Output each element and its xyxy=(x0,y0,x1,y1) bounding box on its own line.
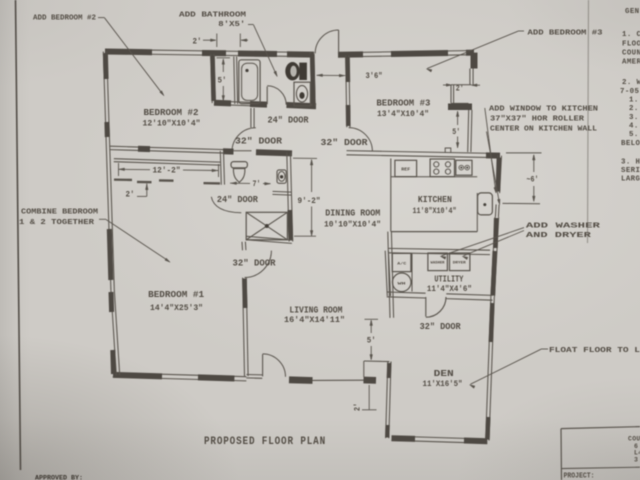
svg-text:ADD BEDROOM #3: ADD BEDROOM #3 xyxy=(528,29,604,37)
svg-text:1. CO: 1. CO xyxy=(622,31,640,39)
svg-text:A/C: A/C xyxy=(397,262,407,267)
svg-text:1 & 2 TOGETHER: 1 & 2 TOGETHER xyxy=(19,219,95,227)
svg-text:WASHER: WASHER xyxy=(431,262,446,266)
svg-text:GENER: GENER xyxy=(625,8,640,16)
svg-text:3'6": 3'6" xyxy=(366,71,383,81)
svg-text:14'4"X25'3": 14'4"X25'3" xyxy=(150,303,203,313)
svg-text:ADD WASHER: ADD WASHER xyxy=(526,222,601,230)
svg-text:DEN: DEN xyxy=(434,368,454,379)
svg-text:APPROVED BY:: APPROVED BY: xyxy=(35,475,83,480)
svg-text:BEDROOM #1: BEDROOM #1 xyxy=(148,289,204,300)
svg-text:4.: 4. xyxy=(629,122,639,130)
svg-text:10'10"X10'4": 10'10"X10'4" xyxy=(324,220,381,230)
svg-text:FLOAT FLOOR TO L: FLOAT FLOOR TO L xyxy=(549,347,640,355)
svg-text:8'X5': 8'X5' xyxy=(218,21,245,29)
svg-text:24" DOOR: 24" DOOR xyxy=(217,195,259,205)
svg-text:REF: REF xyxy=(401,169,411,173)
svg-text:BEDROOM #2: BEDROOM #2 xyxy=(144,107,199,118)
svg-text:PROJECT:: PROJECT: xyxy=(564,473,595,480)
svg-text:COU: COU xyxy=(628,436,640,443)
svg-text:DINING ROOM: DINING ROOM xyxy=(325,208,380,219)
svg-text:9'-2": 9'-2" xyxy=(298,196,321,206)
svg-text:ADD WINDOW TO KITCHEN: ADD WINDOW TO KITCHEN xyxy=(489,105,598,113)
svg-text:32" DOOR: 32" DOOR xyxy=(420,322,462,332)
svg-text:32" DOOR: 32" DOOR xyxy=(235,136,283,146)
svg-text:ADD BEDROOM #2: ADD BEDROOM #2 xyxy=(33,14,96,22)
svg-text:ADD BATHROOM: ADD BATHROOM xyxy=(179,12,247,20)
svg-text:7': 7' xyxy=(253,179,261,189)
svg-text:COUN: COUN xyxy=(622,49,640,57)
svg-text:DRYER: DRYER xyxy=(453,262,467,266)
svg-text:32" DOOR: 32" DOOR xyxy=(321,138,369,148)
svg-text:5.: 5. xyxy=(629,131,639,139)
svg-text:2': 2' xyxy=(126,189,135,199)
svg-text:~6': ~6' xyxy=(527,175,539,185)
svg-text:AMER: AMER xyxy=(622,58,640,66)
svg-text:24" DOOR: 24" DOOR xyxy=(268,115,310,125)
svg-text:5': 5' xyxy=(218,76,227,86)
svg-text:13'4"X10'4": 13'4"X10'4" xyxy=(377,109,429,119)
svg-text:SERIE: SERIE xyxy=(621,167,640,175)
svg-text:UTILITY: UTILITY xyxy=(434,274,463,285)
svg-text:WH: WH xyxy=(398,283,407,287)
svg-text:3: 3 xyxy=(634,456,638,463)
svg-text:PROPOSED FLOOR PLAN: PROPOSED FLOOR PLAN xyxy=(204,436,326,448)
svg-text:BELOW: BELOW xyxy=(621,140,640,148)
svg-text:LARGE: LARGE xyxy=(621,175,640,183)
svg-text:AND DRYER: AND DRYER xyxy=(526,232,592,240)
svg-text:11'8"X10'4": 11'8"X10'4" xyxy=(413,206,457,216)
svg-text:11'4"X4'6": 11'4"X4'6" xyxy=(427,284,472,294)
svg-text:L4: L4 xyxy=(634,450,640,457)
svg-text:3. HO: 3. HO xyxy=(621,158,640,166)
svg-text:7-05: 7-05 xyxy=(620,88,640,96)
svg-text:2. WI: 2. WI xyxy=(622,79,640,87)
svg-text:2': 2' xyxy=(353,403,363,411)
svg-text:16'4"X14'11": 16'4"X14'11" xyxy=(284,315,345,325)
svg-text:2': 2' xyxy=(456,84,464,94)
svg-text:37"X37" HOR ROLLER: 37"X37" HOR ROLLER xyxy=(490,115,585,123)
svg-text:12'-2": 12'-2" xyxy=(153,165,181,175)
svg-text:CENTER ON KITCHEN WALL: CENTER ON KITCHEN WALL xyxy=(490,125,597,133)
svg-text:12'10"X10'4": 12'10"X10'4" xyxy=(143,119,201,129)
svg-text:32" DOOR: 32" DOOR xyxy=(233,259,277,269)
svg-text:BEDROOM #3: BEDROOM #3 xyxy=(376,97,430,108)
svg-text:1.: 1. xyxy=(629,96,639,104)
svg-text:3.: 3. xyxy=(629,114,639,122)
svg-text:5': 5' xyxy=(367,335,376,345)
svg-text:11'X16'5": 11'X16'5" xyxy=(423,379,463,389)
svg-text:2': 2' xyxy=(193,37,202,47)
svg-text:6: 6 xyxy=(634,443,638,450)
svg-text:KITCHEN: KITCHEN xyxy=(418,194,452,205)
svg-text:2.: 2. xyxy=(629,105,639,113)
svg-text:5': 5' xyxy=(452,127,460,137)
svg-text:LIVING ROOM: LIVING ROOM xyxy=(289,304,342,315)
svg-text:FLOO: FLOO xyxy=(622,40,640,48)
svg-text:COMBINE BEDROOM: COMBINE BEDROOM xyxy=(21,209,98,217)
